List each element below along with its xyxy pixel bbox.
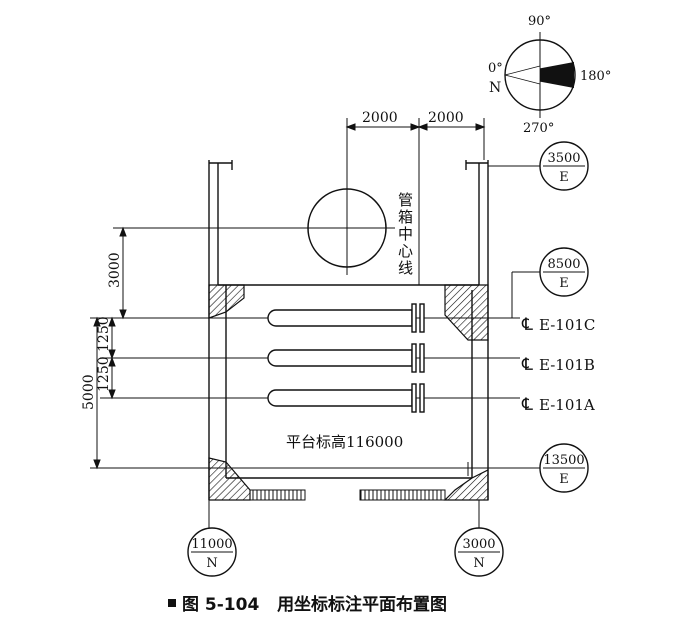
bubble-value: 11000 — [191, 537, 232, 552]
caption-bullet — [168, 598, 176, 607]
figure-number: 图 5-104 — [182, 595, 260, 615]
grating-strip-left — [249, 489, 306, 501]
bubble-axis: E — [559, 472, 569, 487]
dim-left-upper: 3000 — [107, 252, 123, 288]
bubble-value: 13500 — [543, 453, 584, 468]
platform-elevation: 平台标高116000 — [286, 433, 403, 451]
compass-arrow-light — [504, 65, 541, 85]
coordinate-bubble-8500e: 8500 E — [539, 247, 589, 297]
bubble-value: 3500 — [547, 151, 580, 166]
coordinate-bubble-11000n: 11000 N — [187, 527, 237, 577]
compass-angle-east: 180° — [580, 69, 611, 84]
bubble-axis: E — [559, 170, 569, 185]
compass: 90° 180° 270° 0° N — [488, 14, 611, 136]
compass-angle-south: 270° — [523, 121, 554, 136]
equipment-tag-e-101c: E-101C — [539, 316, 595, 334]
compass-north-letter: N — [489, 80, 501, 96]
pipe-center-char: 箱 — [398, 208, 413, 226]
bubble-leaders — [208, 165, 540, 528]
bubble-axis: E — [559, 276, 569, 291]
compass-angle-north: 90° — [528, 14, 551, 29]
left-dimension-lines — [90, 226, 530, 470]
dim-left-inner-2: 1250 — [96, 356, 112, 392]
exchanger-e-101c — [267, 303, 425, 333]
bubble-axis: N — [473, 556, 484, 571]
dim-left-inner-1: 1250 — [96, 316, 112, 352]
compass-angle-west: 0° — [488, 61, 503, 76]
pipe-center-label: 管 箱 中 心 线 — [398, 191, 413, 277]
hatched-corner-bottom-left — [208, 457, 251, 501]
top-dimension-chain — [345, 118, 486, 285]
hatched-corner-bottom-right — [443, 469, 489, 501]
centerline-symbol: ℄ — [521, 355, 533, 375]
exchanger-e-101b — [267, 343, 425, 373]
pipe-center-char: 线 — [398, 259, 413, 277]
coordinate-bubble-3000n: 3000 N — [454, 527, 504, 577]
bubble-axis: N — [206, 556, 217, 571]
hatched-corner-top-right — [444, 284, 489, 341]
centerline-symbol: ℄ — [521, 315, 533, 335]
structure-outline — [208, 160, 489, 500]
coordinate-bubble-13500e: 13500 E — [539, 443, 589, 493]
hatched-corner-top-left — [208, 284, 245, 319]
bubble-value: 3000 — [462, 537, 495, 552]
centerline-symbol: ℄ — [521, 395, 533, 415]
figure-caption: 图 5-104 用坐标标注平面布置图 — [168, 590, 447, 615]
dim-top-left: 2000 — [362, 110, 398, 126]
equipment-tag-e-101b: E-101B — [539, 356, 595, 374]
coordinate-bubble-3500e: 3500 E — [539, 141, 589, 191]
dim-top-right: 2000 — [428, 110, 464, 126]
grating-strip-right — [359, 489, 446, 501]
bubble-value: 8500 — [547, 257, 580, 272]
figure-title: 用坐标标注平面布置图 — [277, 595, 448, 615]
pipe-center-char: 管 — [398, 191, 413, 209]
pipe-center-char: 心 — [398, 242, 413, 260]
pipe-center-char: 中 — [398, 225, 413, 243]
exchanger-e-101a — [267, 383, 425, 413]
equipment-tag-e-101a: E-101A — [539, 396, 595, 414]
dim-left-outer: 5000 — [81, 374, 97, 410]
